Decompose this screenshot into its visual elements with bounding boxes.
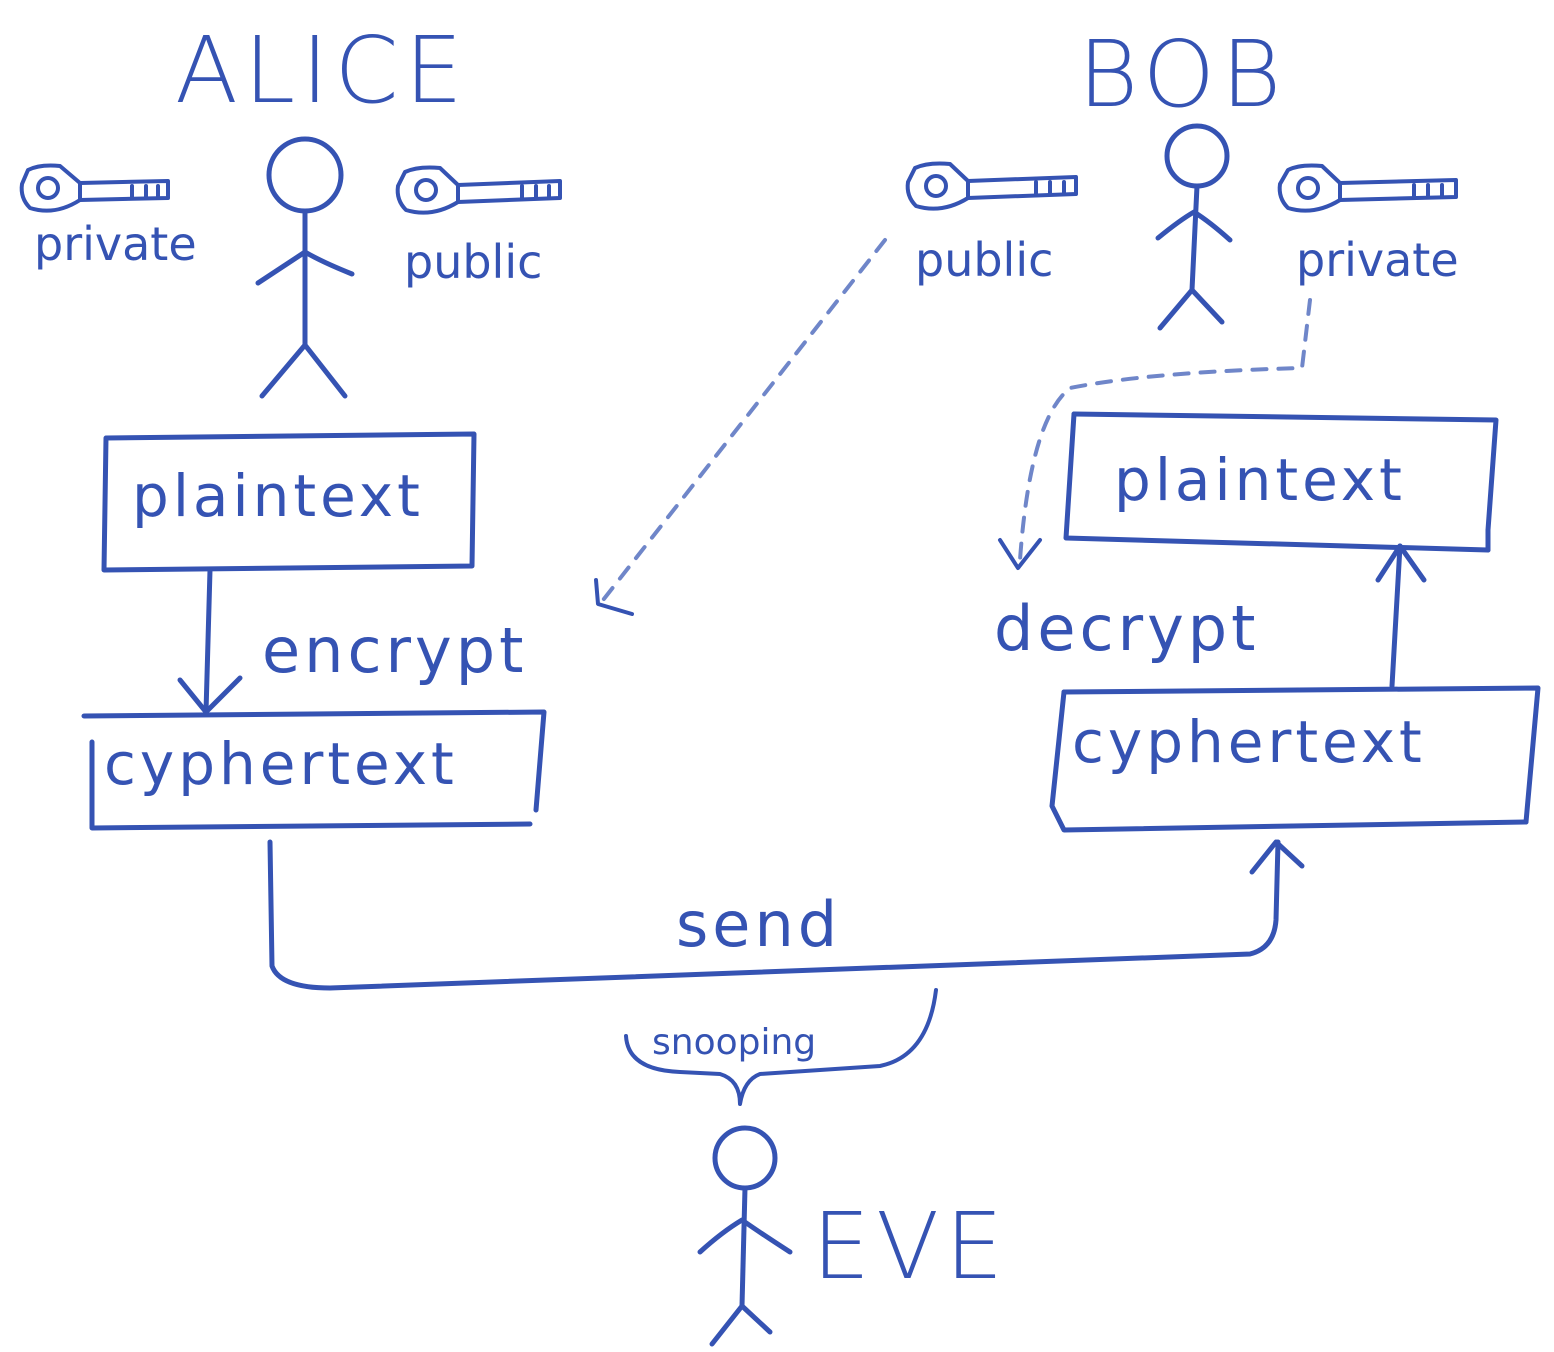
bob-public-key-label: public — [915, 233, 1053, 287]
alice-ciphertext-box — [81, 709, 547, 831]
bob-ciphertext-label: cyphertext — [1072, 708, 1426, 776]
bob-public-key-icon — [905, 161, 1078, 211]
eve-figure — [697, 1125, 793, 1347]
private-key-use-line — [998, 298, 1312, 570]
send-label: send — [676, 888, 841, 961]
alice-plaintext-box — [101, 431, 477, 573]
bob-name: BOB — [1078, 21, 1287, 128]
encrypt-label: encrypt — [262, 614, 527, 687]
public-key-transfer-line — [594, 238, 887, 616]
bob-plaintext-box — [1063, 411, 1499, 553]
snooping-brace — [624, 988, 938, 1106]
alice-private-key-label: private — [34, 217, 197, 271]
alice-plaintext-label: plaintext — [132, 462, 424, 530]
alice-figure — [255, 136, 355, 399]
snooping-label: snooping — [652, 1022, 816, 1063]
encrypt-arrow — [177, 567, 243, 715]
send-path — [267, 839, 1305, 991]
bob-figure — [1155, 123, 1233, 331]
bob-private-key-icon — [1277, 163, 1458, 213]
alice-public-key-label: public — [404, 235, 542, 289]
eve-name: EVE — [812, 1193, 1009, 1300]
alice-public-key-icon — [395, 165, 562, 215]
bob-ciphertext-box — [1049, 685, 1541, 833]
decrypt-label: decrypt — [994, 592, 1259, 665]
alice-ciphertext-label: cyphertext — [104, 730, 458, 798]
bob-private-key-label: private — [1296, 233, 1459, 287]
alice-private-key-icon — [19, 163, 170, 213]
decrypt-arrow — [1375, 543, 1427, 689]
bob-plaintext-label: plaintext — [1114, 446, 1406, 514]
alice-name: ALICE — [175, 17, 469, 124]
